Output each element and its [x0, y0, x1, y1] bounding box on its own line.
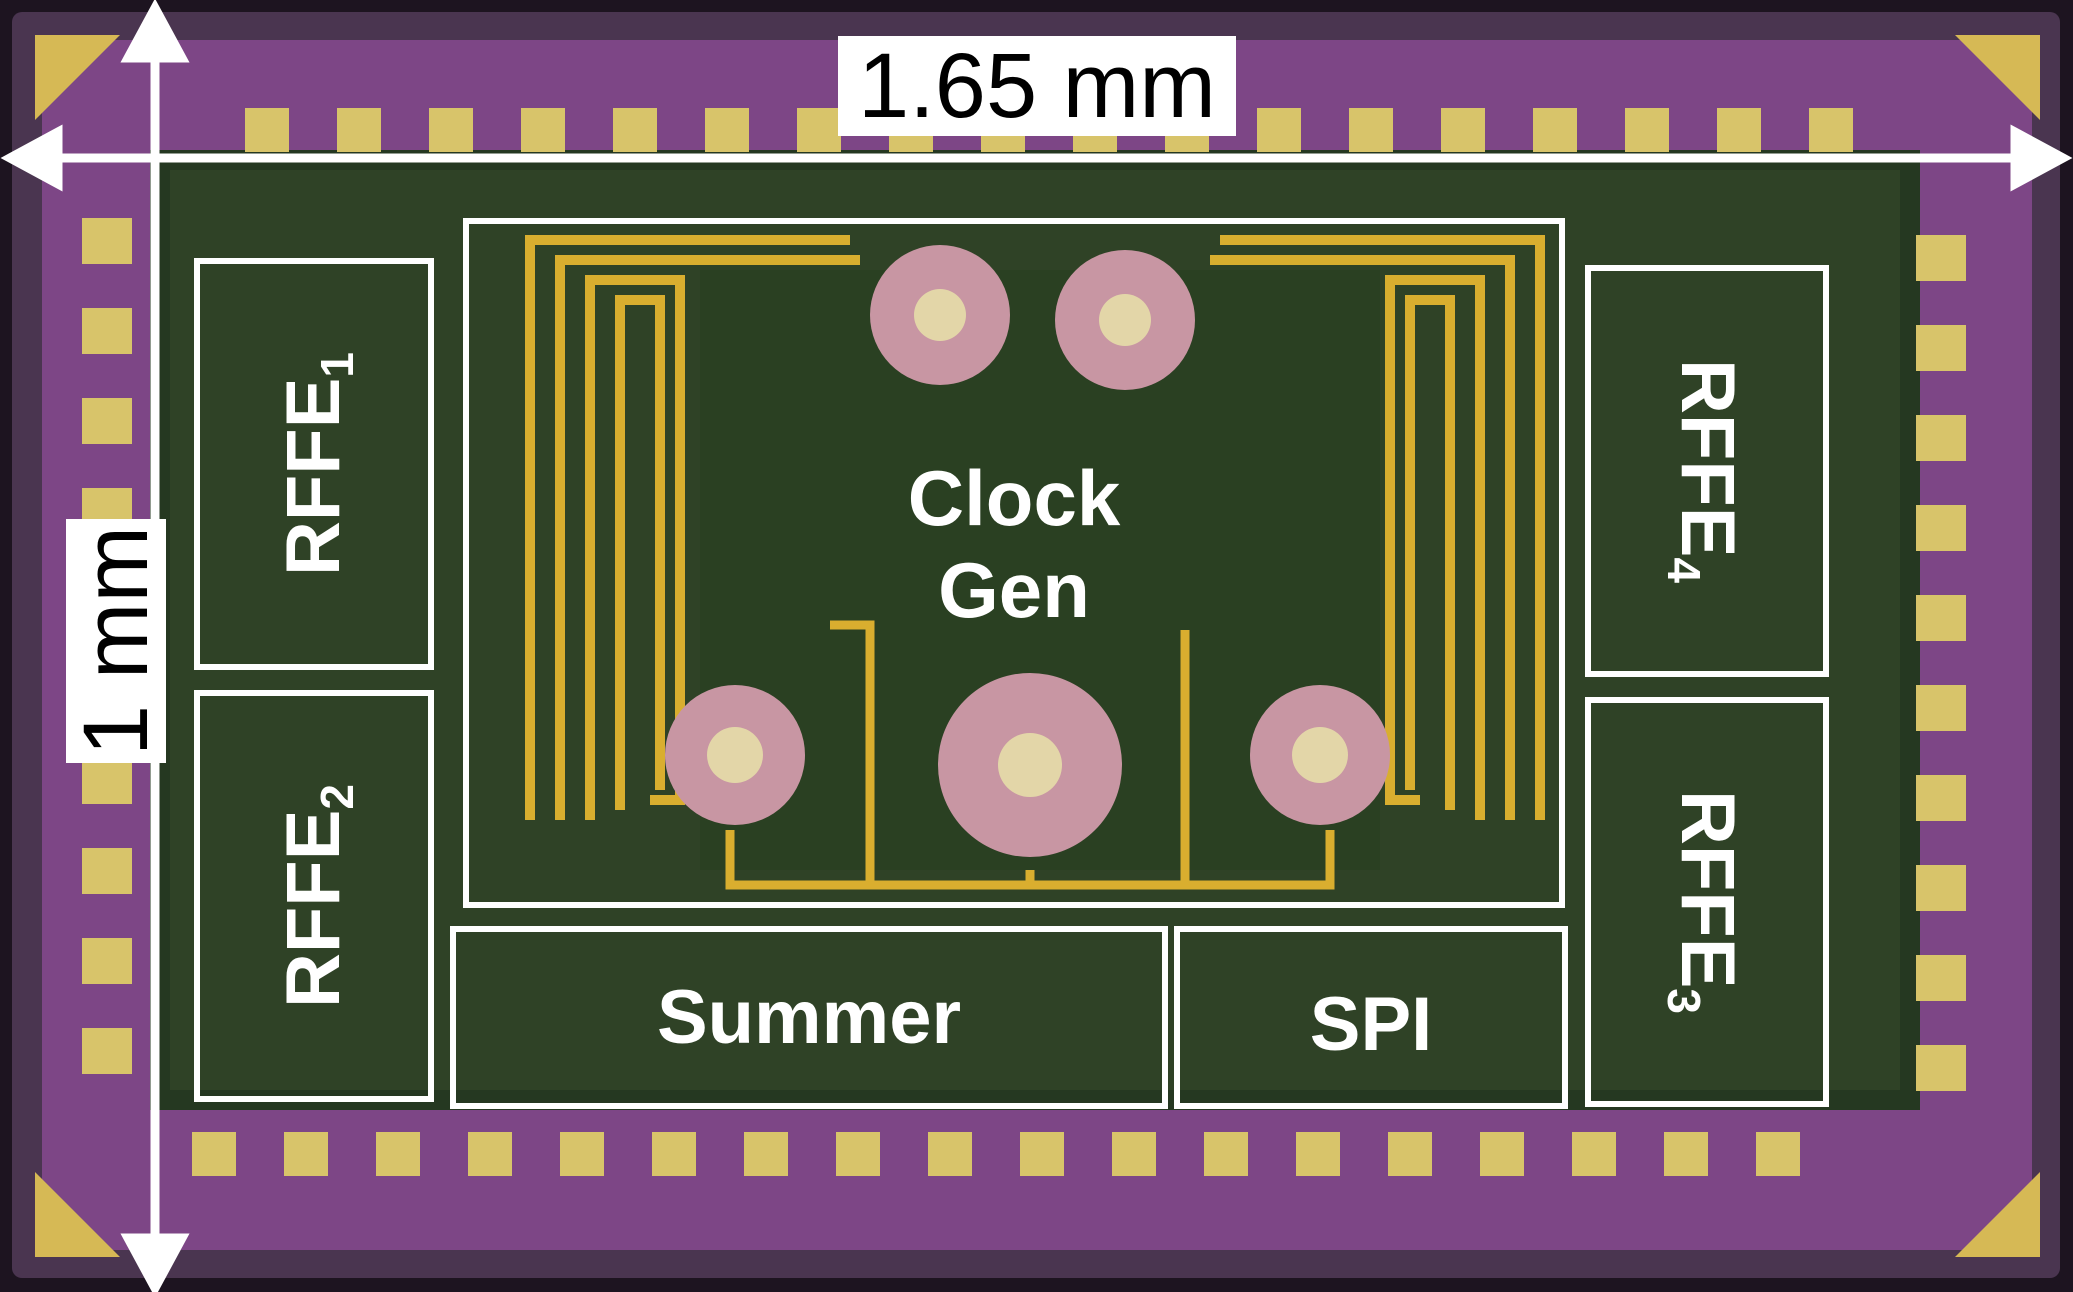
bond-pad: [1756, 1132, 1800, 1176]
rffe2-label-base: RFFE: [271, 809, 356, 1009]
rffe3-label: RFFE3: [1658, 790, 1750, 1014]
bond-pad: [1916, 1045, 1966, 1091]
bond-pad: [1916, 685, 1966, 731]
bond-pads-right: [1916, 235, 1966, 1091]
block-clock-gen: Clock Gen: [463, 218, 1565, 908]
rffe4-label-base: RFFE: [1665, 358, 1750, 558]
bond-pad: [1388, 1132, 1432, 1176]
rffe4-label-sub: 4: [1658, 557, 1710, 584]
bond-pad: [705, 108, 749, 152]
clock-gen-label: Clock Gen: [908, 452, 1120, 636]
corner-pads: [35, 35, 2040, 1257]
rffe2-label: RFFE2: [271, 784, 363, 1008]
bond-pad: [1112, 1132, 1156, 1176]
bond-pad: [429, 108, 473, 152]
bond-pad: [1480, 1132, 1524, 1176]
spi-label: SPI: [1309, 981, 1433, 1067]
bond-pad: [521, 108, 565, 152]
rffe2-label-sub: 2: [311, 783, 363, 810]
bond-pad: [82, 308, 132, 354]
bond-pad: [1916, 595, 1966, 641]
bond-pad: [652, 1132, 696, 1176]
inductor-disks: [665, 245, 1390, 857]
bond-pad: [1572, 1132, 1616, 1176]
bond-pad: [82, 758, 132, 804]
rffe3-label-sub: 3: [1658, 988, 1710, 1015]
bond-pad: [284, 1132, 328, 1176]
rffe1-label: RFFE1: [271, 352, 363, 576]
bond-pad: [82, 1028, 132, 1074]
bond-pads-bottom: [192, 1132, 1800, 1176]
block-spi: SPI: [1174, 926, 1568, 1109]
summer-label: Summer: [656, 974, 962, 1060]
bond-pad: [1296, 1132, 1340, 1176]
block-rffe3: RFFE3: [1585, 697, 1829, 1107]
bond-pad: [1809, 108, 1853, 152]
bond-pad: [1349, 108, 1393, 152]
bond-pad: [1916, 955, 1966, 1001]
rffe4-label: RFFE4: [1658, 359, 1750, 583]
bus-traces: [725, 620, 1335, 890]
bond-pad: [744, 1132, 788, 1176]
bond-pad: [1625, 108, 1669, 152]
rffe3-label-base: RFFE: [1665, 789, 1750, 989]
bond-pad: [613, 108, 657, 152]
bond-pad: [1257, 108, 1301, 152]
bond-pad: [1441, 108, 1485, 152]
bond-pad: [1664, 1132, 1708, 1176]
bond-pad: [1533, 108, 1577, 152]
bond-pad: [1916, 505, 1966, 551]
bond-pad: [1916, 865, 1966, 911]
bond-pad: [82, 218, 132, 264]
bond-pad: [1717, 108, 1761, 152]
width-dimension-arrow: [0, 124, 2073, 192]
bond-pad: [836, 1132, 880, 1176]
bond-pad: [560, 1132, 604, 1176]
bond-pad: [82, 398, 132, 444]
bond-pad: [1204, 1132, 1248, 1176]
inductor-traces-left: [525, 235, 860, 820]
bond-pad: [192, 1132, 236, 1176]
bond-pad: [1916, 235, 1966, 281]
bond-pad: [1916, 325, 1966, 371]
bond-pad: [82, 938, 132, 984]
block-rffe2: RFFE2: [194, 690, 434, 1102]
height-dimension-label: 1 mm: [65, 519, 167, 763]
clock-gen-label-line2: Gen: [938, 546, 1090, 634]
clock-gen-label-line1: Clock: [907, 454, 1121, 542]
block-rffe1: RFFE1: [194, 258, 434, 670]
bond-pad: [1916, 415, 1966, 461]
bond-pad: [376, 1132, 420, 1176]
block-summer: Summer: [450, 926, 1168, 1109]
rffe1-label-base: RFFE: [271, 377, 356, 577]
bond-pad: [245, 108, 289, 152]
bond-pad: [928, 1132, 972, 1176]
block-rffe4: RFFE4: [1585, 265, 1829, 677]
width-dimension-label: 1.65 mm: [838, 36, 1236, 136]
inductor-traces-right: [1210, 235, 1545, 820]
bond-pad: [1020, 1132, 1064, 1176]
bond-pad: [337, 108, 381, 152]
bond-pad: [468, 1132, 512, 1176]
bond-pad: [82, 848, 132, 894]
rffe1-label-sub: 1: [311, 351, 363, 378]
bond-pad: [1916, 775, 1966, 821]
bond-pad: [797, 108, 841, 152]
